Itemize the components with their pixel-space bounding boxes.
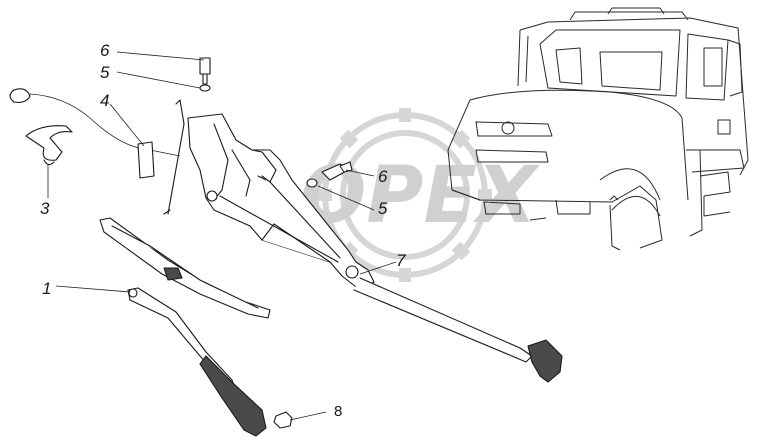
nut: [273, 411, 293, 429]
callout-4: 4: [100, 91, 109, 110]
callout-8: 8: [334, 403, 342, 420]
watermark-gear: [318, 108, 492, 282]
bolt-washer-right: [306, 161, 353, 188]
watermark-logo: OPEX: [300, 151, 541, 241]
callout-5-top: 5: [100, 63, 110, 82]
washer-hose: [9, 88, 181, 179]
truck-cab: [447, 7, 749, 251]
callout-6-right: 6: [378, 167, 388, 186]
hose-clip: [25, 125, 73, 166]
wiper-arm: [127, 287, 267, 437]
wiper-linkage: [163, 99, 563, 383]
callout-5-right: 5: [378, 199, 388, 218]
wiper-blade: [99, 217, 271, 319]
callout-6-top: 6: [100, 41, 110, 60]
bolt-washer-top: [199, 57, 211, 92]
callout-7: 7: [396, 251, 406, 270]
leader-lines: [47, 51, 397, 421]
callout-1: 1: [42, 279, 51, 298]
callout-3: 3: [40, 199, 50, 218]
